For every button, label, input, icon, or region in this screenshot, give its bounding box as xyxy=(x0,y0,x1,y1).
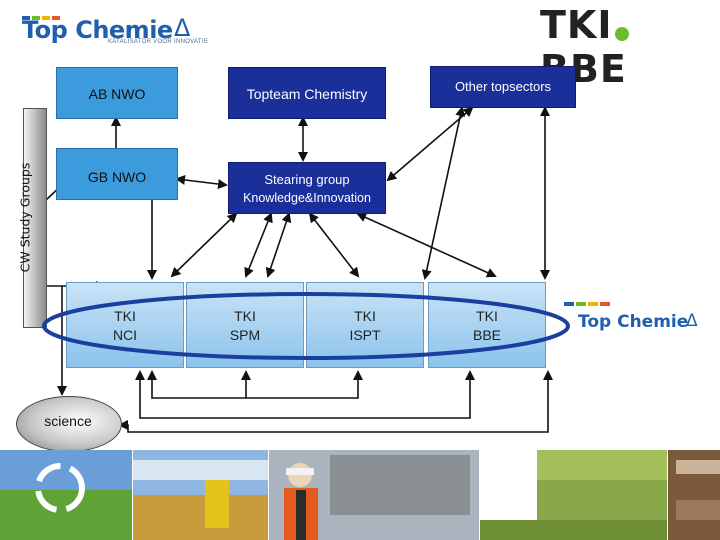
arrow-stearing-ispt xyxy=(308,212,360,278)
photo-field xyxy=(133,450,268,540)
other-topsectors-label: Other topsectors xyxy=(454,79,552,94)
ab-nwo-box: AB NWO xyxy=(56,67,178,119)
photo-recycle xyxy=(0,450,132,540)
stearing-label-2: Knowledge&Innovation xyxy=(243,191,371,205)
arrow-stearing-spm-b xyxy=(265,212,292,278)
tki-ispt-line2: ISPT xyxy=(349,327,381,343)
stearing-group-box: Stearing group Knowledge&Innovation xyxy=(228,162,386,214)
cw-study-groups-bar xyxy=(23,108,47,328)
tki-ispt-line1: TKI xyxy=(354,308,376,324)
tki-bbe-line2: BBE xyxy=(472,327,501,343)
side-logo-wordmark: Top Chemie xyxy=(578,312,689,332)
ab-nwo-label: AB NWO xyxy=(88,86,146,102)
gb-nwo-box: GB NWO xyxy=(56,148,178,200)
photo-wood xyxy=(668,450,720,540)
topteam-label: Topteam Chemistry xyxy=(246,86,368,102)
stearing-label-1: Stearing group xyxy=(264,172,350,187)
topteam-box: Topteam Chemistry xyxy=(228,67,386,119)
top-chemie-tagline: KATALISATOR VOOR INNOVATIE xyxy=(108,39,209,45)
tki-spm-line1: TKI xyxy=(234,308,256,324)
top-chemie-side-logo: Top Chemie Δ xyxy=(562,300,720,344)
tki-bbe-line1: TKI xyxy=(476,308,498,324)
tki-bbe-logo-left: TKI xyxy=(540,3,613,47)
photo-strip xyxy=(0,450,720,540)
bracket-outer xyxy=(118,370,553,433)
other-topsectors-box: Other topsectors xyxy=(430,66,576,108)
side-logo-delta: Δ xyxy=(686,311,698,331)
tki-bbe-dot-icon xyxy=(614,26,629,41)
science-label: science xyxy=(44,413,92,429)
tki-nci-line2: NCI xyxy=(112,327,138,343)
photo-worker xyxy=(269,450,479,540)
photo-crops xyxy=(480,450,667,540)
arrow-stearing-nci xyxy=(170,212,238,278)
top-chemie-wordmark: Top Chemie xyxy=(22,16,173,44)
gb-nwo-label: GB NWO xyxy=(87,169,147,185)
delta-symbol: Δ xyxy=(174,14,190,42)
science-node xyxy=(16,396,122,452)
tki-spm-line2: SPM xyxy=(229,327,261,343)
arrow-stearing-bbe xyxy=(356,212,497,278)
tki-nci-line1: TKI xyxy=(114,308,136,324)
top-chemie-logo: Top Chemie Δ KATALISATOR VOOR INNOVATIE xyxy=(20,10,220,50)
arrow-gb-stearing xyxy=(175,175,228,189)
